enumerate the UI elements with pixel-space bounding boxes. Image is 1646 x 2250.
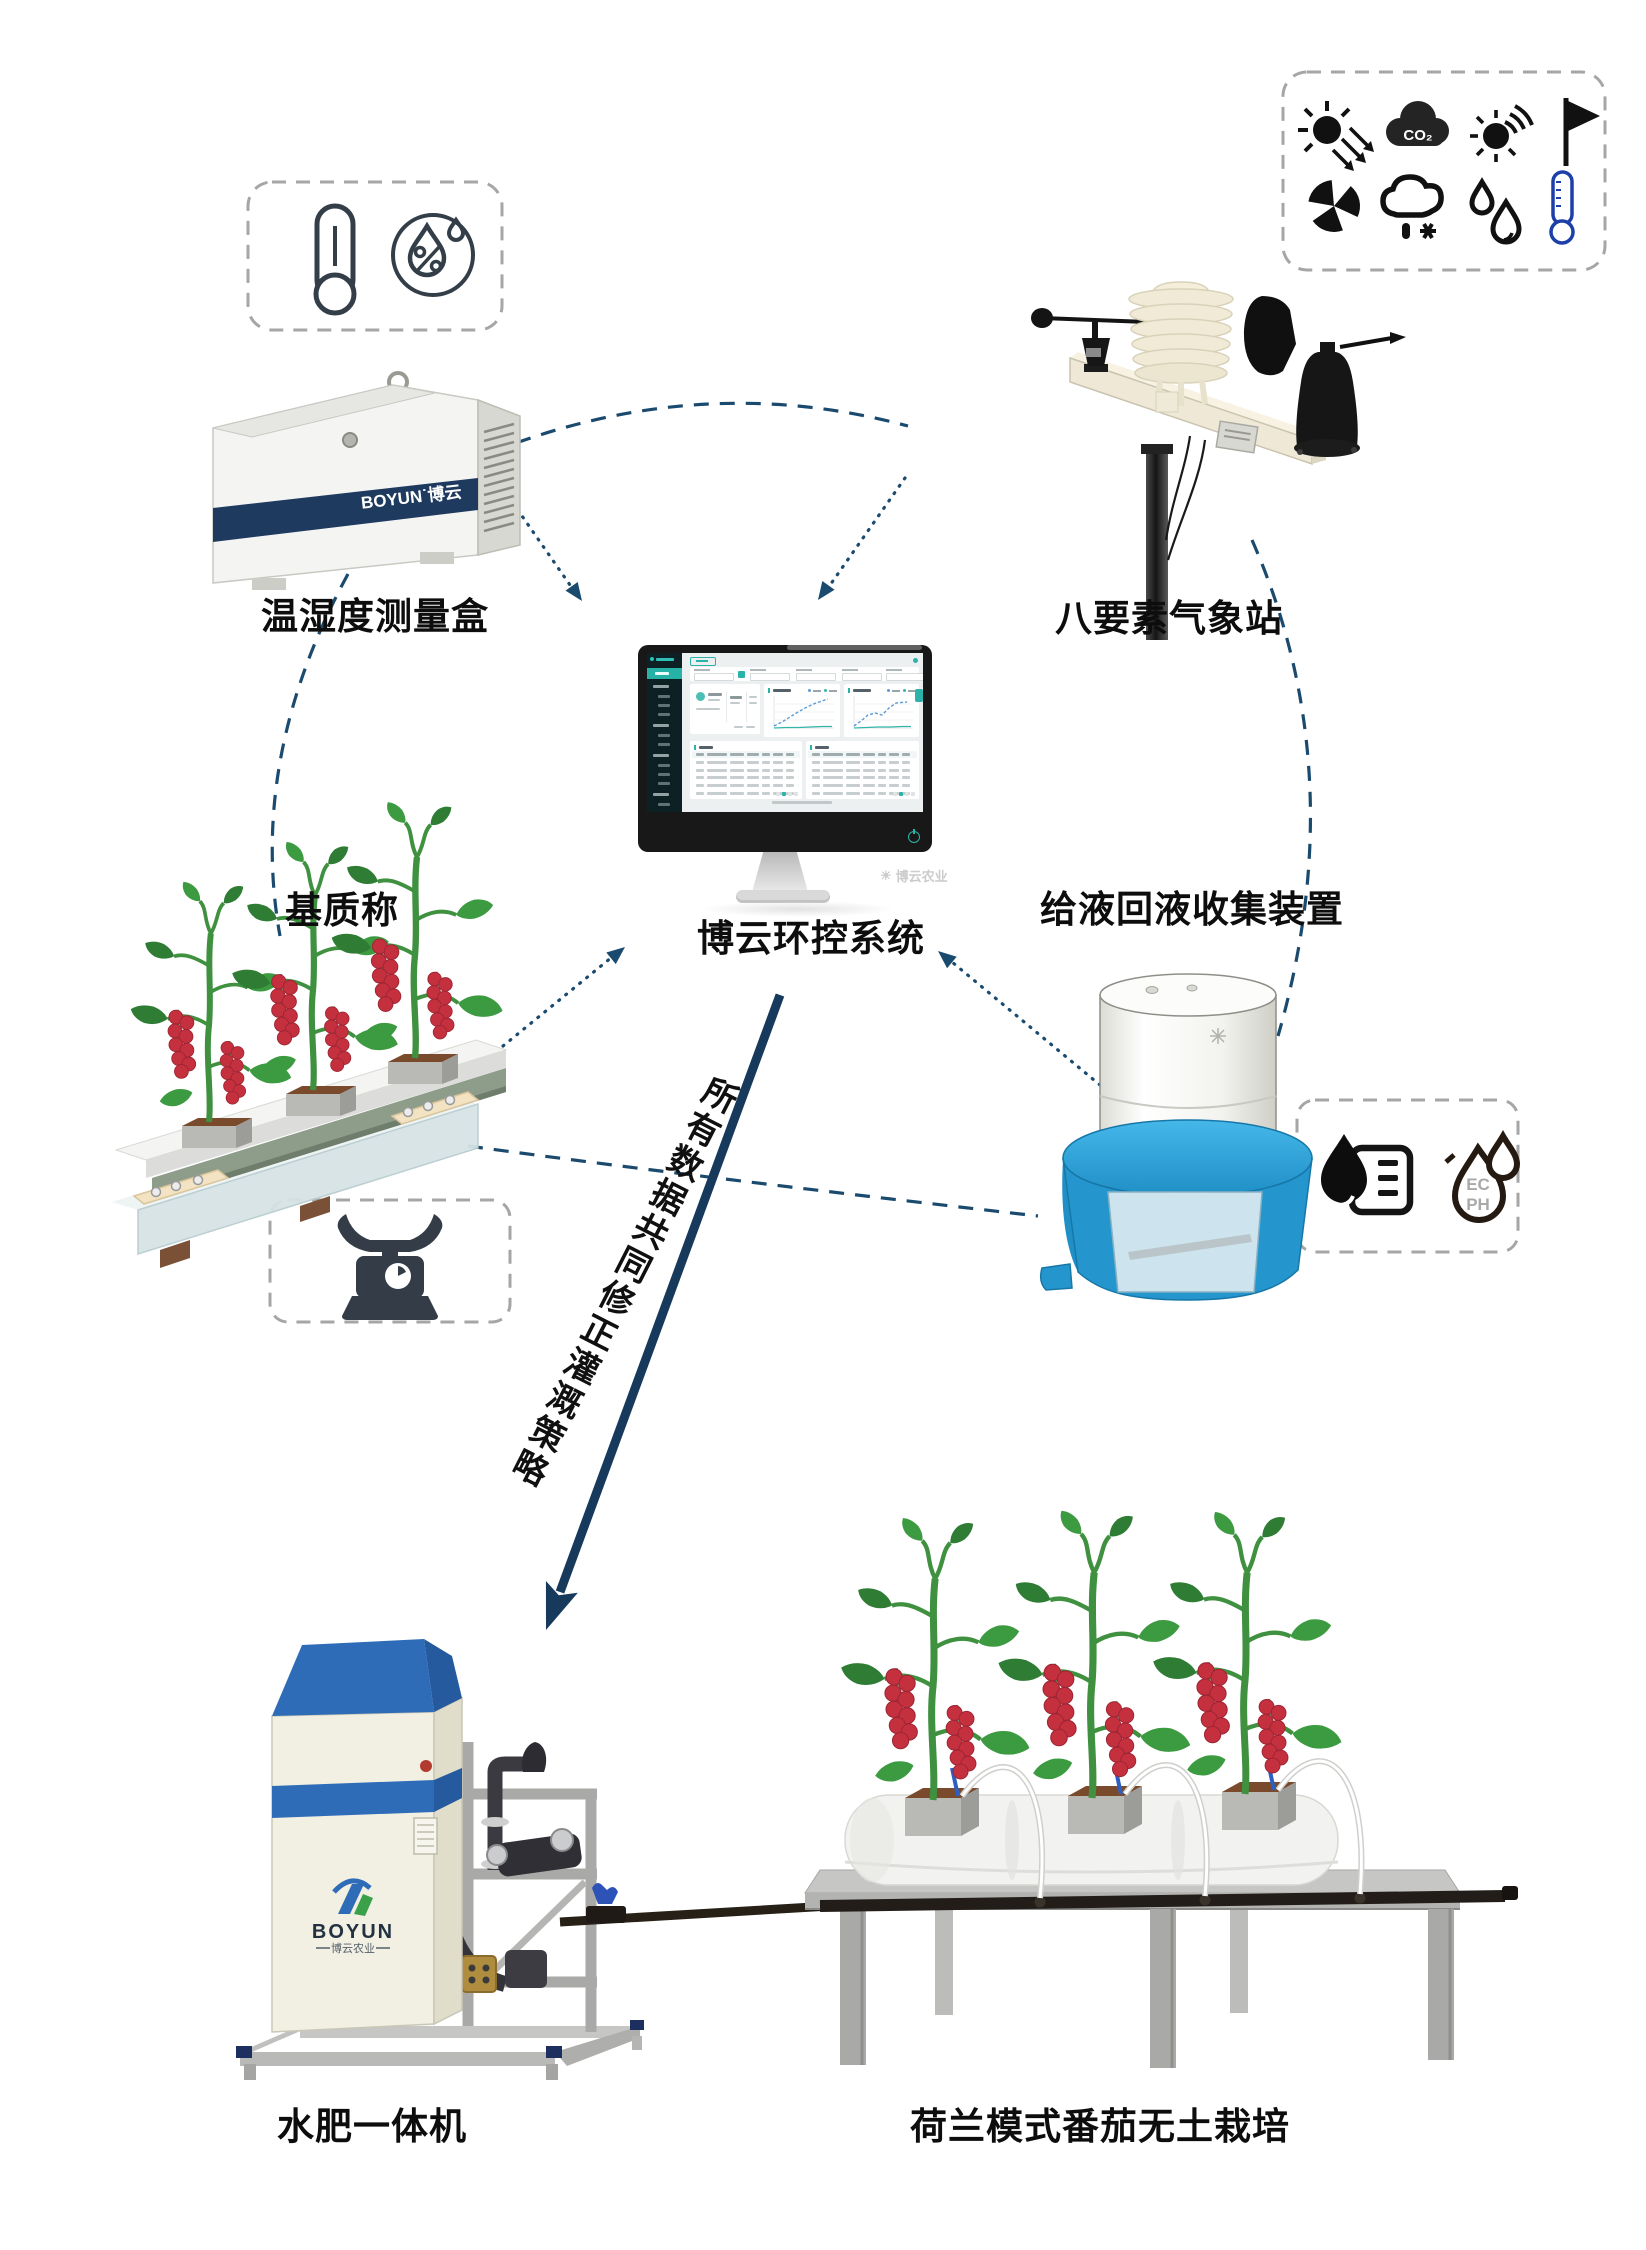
- ec-ph-drops-icon: EC PH: [1444, 1130, 1521, 1223]
- watermark: ☀ 博云农业: [880, 866, 948, 885]
- wind-speed-fan-icon: [1308, 180, 1361, 232]
- dashboard-footer-text: [772, 801, 832, 804]
- dashboard-main: [682, 653, 923, 812]
- machine-brand: BOYUN: [312, 1921, 394, 1943]
- substrate-scale-trough: [112, 798, 506, 1268]
- data-flow-arcs: [270, 401, 1313, 1218]
- weather-elements-icon-box: [1281, 70, 1607, 272]
- chart-card-2: [844, 684, 919, 737]
- light-intensity-icon: [1470, 104, 1534, 162]
- label-collector: 给液回液收集装置: [1040, 889, 1344, 930]
- label-control-system: 博云环控系统: [697, 918, 925, 959]
- arc-left: [270, 573, 350, 937]
- collector-device: [1039, 973, 1313, 1301]
- arrow-heads: [565, 580, 957, 969]
- line-chart-2: [853, 696, 913, 729]
- label-weather-station: 八要素气象站: [1055, 598, 1283, 639]
- control-system-monitor: [638, 645, 932, 925]
- dashboard-sidebar: [647, 653, 682, 812]
- sidebar-active-item: [647, 668, 682, 679]
- side-widget-tab: [915, 689, 923, 702]
- watermark-text: 博云农业: [895, 869, 948, 884]
- temp-humidity-icon-box: [246, 180, 504, 332]
- power-icon: [908, 831, 920, 843]
- stats-card: [690, 684, 760, 734]
- solar-radiation-icon: [1298, 101, 1374, 171]
- co2-label: CO₂: [1403, 127, 1432, 144]
- thermometer-icon: [313, 203, 357, 316]
- header-icon: [913, 658, 918, 663]
- arc-top: [491, 401, 909, 454]
- wind-direction-flag-icon: [1563, 98, 1600, 166]
- precipitation-icon: [1380, 174, 1444, 239]
- line-chart-1: [773, 696, 834, 729]
- search-button: [738, 671, 745, 678]
- co2-icon: CO₂: [1386, 101, 1449, 146]
- monitor-bezel: [638, 645, 932, 852]
- substrate-cubes: [182, 1054, 458, 1148]
- irrigation-main-pipe: [819, 1886, 1518, 1912]
- monitor-stand-neck: [752, 852, 808, 892]
- radiation-shield: [1128, 281, 1234, 413]
- filter-bar: [690, 667, 923, 681]
- table-card-1: [690, 741, 802, 799]
- sensor-box-device: BOYUN˙博云: [212, 371, 521, 590]
- scale-icon-box: [268, 1198, 512, 1324]
- drain-volume-log-icon: [1321, 1134, 1414, 1216]
- label-cultivation: 荷兰模式番茄无土栽培: [910, 2106, 1290, 2147]
- weather-station-device: [1031, 281, 1406, 640]
- ph-label: PH: [1466, 1195, 1490, 1214]
- weighing-scale-icon: [337, 1214, 443, 1320]
- strategy-arrow: [545, 993, 785, 1630]
- label-sensor-box: 温湿度测量盒: [261, 596, 489, 637]
- ec-label: EC: [1466, 1175, 1490, 1194]
- fertigation-machine: BOYUN 博云农业: [236, 1639, 831, 2080]
- table-card-2: [806, 741, 919, 799]
- monitor-shadow: [700, 901, 896, 917]
- sensor-to-system-arrows: [495, 476, 1102, 1087]
- dashboard-screen: [647, 653, 923, 812]
- label-substrate-scale: 基质称: [285, 890, 399, 931]
- label-fertigation: 水肥一体机: [277, 2106, 467, 2147]
- machine-brand-sub: 博云农业: [331, 1941, 375, 1955]
- humidity-percent-icon: [391, 213, 475, 297]
- cultivation-plants: [838, 1507, 1365, 1899]
- arc-right: [1250, 539, 1313, 1037]
- back-chip: [690, 657, 716, 666]
- humidity-drops-icon: [1469, 177, 1522, 245]
- dashboard-logo: [650, 657, 674, 661]
- watermark-sun-icon: ☀: [880, 867, 892, 883]
- temperature-icon: [1549, 170, 1575, 245]
- bezel-highlight: [787, 645, 922, 650]
- chart-card-1: [764, 684, 840, 737]
- arc-bottom: [467, 1144, 1039, 1218]
- monitor-stand-base: [736, 890, 830, 903]
- wind-vane: [1243, 296, 1406, 457]
